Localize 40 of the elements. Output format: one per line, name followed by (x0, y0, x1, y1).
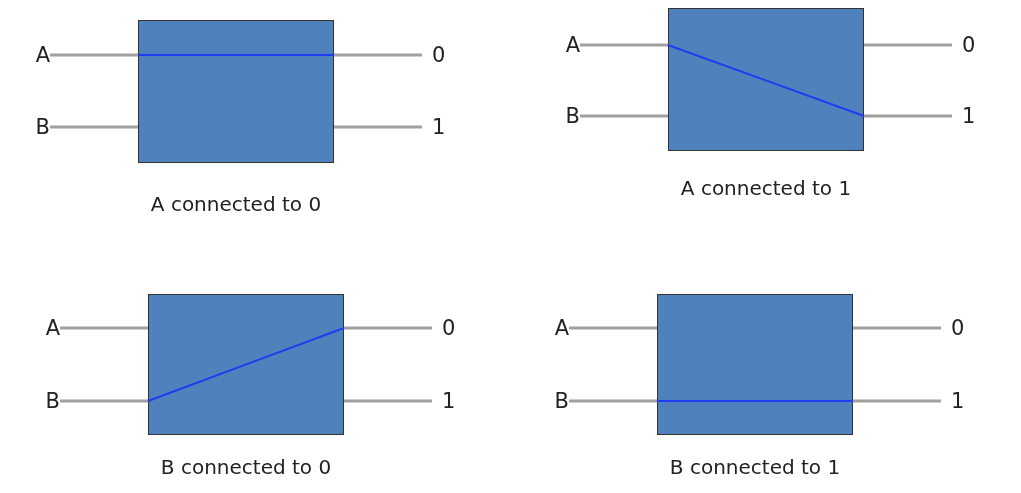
signal-line (853, 326, 941, 330)
signal-line (50, 125, 138, 129)
input-label: B (34, 386, 60, 416)
signal-line (580, 114, 668, 118)
input-label: A (34, 313, 60, 343)
output-label: 1 (941, 386, 971, 416)
input-label: A (554, 30, 580, 60)
input-label: A (24, 40, 50, 70)
node-label: B connected to 1 (669, 455, 841, 479)
signal-line (580, 43, 668, 47)
node-label: A connected to 0 (150, 192, 322, 216)
input-label: A (543, 313, 569, 343)
output-label: 0 (422, 40, 452, 70)
output-label: 0 (952, 30, 982, 60)
input-label: B (543, 386, 569, 416)
switch-box (668, 8, 864, 151)
output-label: 0 (941, 313, 971, 343)
signal-line (60, 399, 148, 403)
signal-line (864, 43, 952, 47)
signal-line (864, 114, 952, 118)
input-label: B (24, 112, 50, 142)
node-label: A connected to 1 (680, 176, 852, 200)
switch-box (138, 20, 334, 163)
node-label: B connected to 0 (160, 455, 332, 479)
signal-line (569, 326, 657, 330)
signal-line (344, 326, 432, 330)
output-label: 1 (422, 112, 452, 142)
signal-line (334, 53, 422, 57)
signal-line (344, 399, 432, 403)
switch-box (148, 294, 344, 435)
signal-line (60, 326, 148, 330)
signal-line (853, 399, 941, 403)
signal-line (334, 125, 422, 129)
output-label: 1 (952, 101, 982, 131)
signal-line (50, 53, 138, 57)
switch-box (657, 294, 853, 435)
input-label: B (554, 101, 580, 131)
output-label: 1 (432, 386, 462, 416)
output-label: 0 (432, 313, 462, 343)
signal-line (569, 399, 657, 403)
